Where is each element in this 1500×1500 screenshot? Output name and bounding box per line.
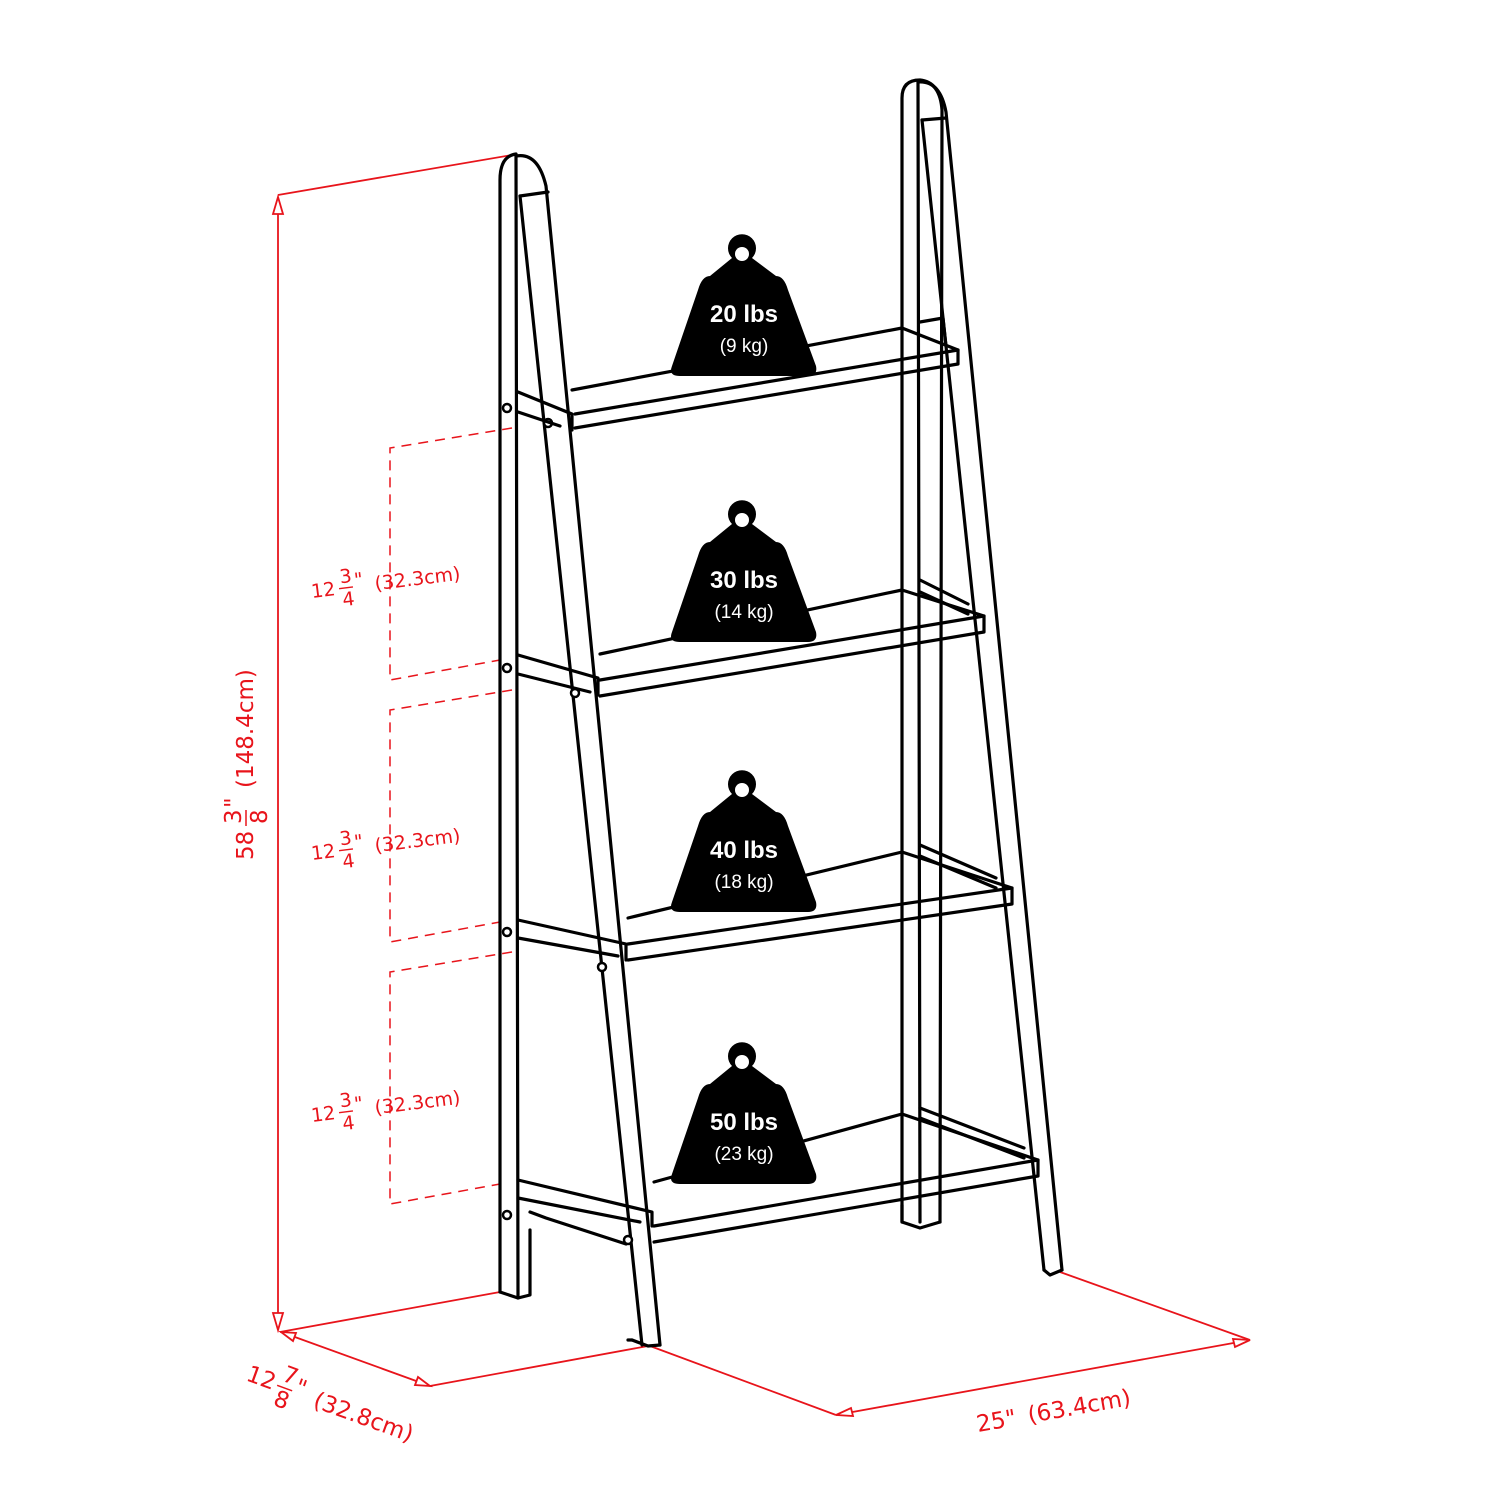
- svg-text:30 lbs: 30 lbs: [710, 567, 778, 594]
- svg-text:(148.4cm): (148.4cm): [233, 669, 259, 788]
- weight-icon-shelf-2: 30 lbs (14 kg): [671, 500, 817, 642]
- dimension-arrow-icon: [835, 1406, 855, 1417]
- depth-dimension-line: [280, 1331, 431, 1387]
- svg-text:8: 8: [270, 1386, 293, 1415]
- shelf-spacing-label-3: 12 3 4 " (32.3cm): [310, 1087, 462, 1135]
- svg-text:12: 12: [310, 840, 337, 865]
- svg-text:(18 kg): (18 kg): [714, 872, 773, 893]
- weight-icon-shelf-1: 20 lbs (9 kg): [671, 234, 817, 376]
- weight-icon-shelf-4: 50 lbs (23 kg): [671, 1042, 817, 1184]
- svg-text:50 lbs: 50 lbs: [710, 1109, 778, 1136]
- svg-text:(32.8cm): (32.8cm): [310, 1388, 417, 1448]
- overall-height-label: 58 3 8 " (148.4cm): [221, 669, 273, 860]
- svg-text:4: 4: [341, 588, 356, 611]
- shelf-spacing-label-2: 12 3 4 " (32.3cm): [310, 825, 462, 873]
- width-label: 25" (63.4cm): [975, 1385, 1133, 1438]
- svg-text:40 lbs: 40 lbs: [710, 837, 778, 864]
- svg-text:4: 4: [341, 850, 356, 873]
- svg-text:": ": [353, 831, 364, 854]
- svg-text:25": 25": [975, 1405, 1019, 1438]
- svg-text:(14 kg): (14 kg): [714, 602, 773, 623]
- dimension-arrow-icon: [271, 193, 285, 215]
- svg-text:12: 12: [310, 1102, 337, 1127]
- svg-text:3: 3: [338, 565, 353, 588]
- svg-text:(23 kg): (23 kg): [714, 1144, 773, 1165]
- dimension-arrow-icon: [413, 1375, 433, 1388]
- svg-text:20 lbs: 20 lbs: [710, 301, 778, 328]
- svg-text:12: 12: [243, 1361, 279, 1395]
- svg-text:3: 3: [338, 827, 353, 850]
- width-dimension-line: [835, 1339, 1251, 1416]
- svg-text:(32.3cm): (32.3cm): [373, 1087, 461, 1119]
- svg-text:(32.3cm): (32.3cm): [373, 825, 461, 857]
- svg-text:": ": [221, 797, 247, 808]
- back-left-post: [498, 152, 532, 1300]
- svg-text:": ": [353, 569, 364, 592]
- svg-text:(63.4cm): (63.4cm): [1026, 1385, 1133, 1429]
- dimension-arrow-icon: [278, 1330, 298, 1343]
- svg-text:12: 12: [310, 578, 337, 603]
- svg-text:": ": [353, 1093, 364, 1116]
- svg-text:(32.3cm): (32.3cm): [373, 563, 461, 595]
- dimension-lines: [271, 154, 1251, 1417]
- svg-text:(9 kg): (9 kg): [720, 336, 769, 357]
- dimension-arrow-icon: [1231, 1338, 1251, 1349]
- svg-text:3: 3: [338, 1089, 353, 1112]
- svg-text:58: 58: [233, 831, 259, 860]
- dimension-arrow-icon: [271, 1312, 285, 1334]
- front-left-leg: [514, 153, 662, 1348]
- shelf-spacing-label-1: 12 3 4 " (32.3cm): [310, 563, 462, 611]
- depth-label: 12 7 8 " (32.8cm): [243, 1361, 417, 1448]
- back-right-post: [900, 78, 944, 1230]
- svg-text:8: 8: [247, 809, 273, 824]
- svg-text:4: 4: [341, 1112, 356, 1135]
- svg-text:3: 3: [221, 809, 247, 824]
- weight-icon-shelf-3: 40 lbs (18 kg): [671, 770, 817, 912]
